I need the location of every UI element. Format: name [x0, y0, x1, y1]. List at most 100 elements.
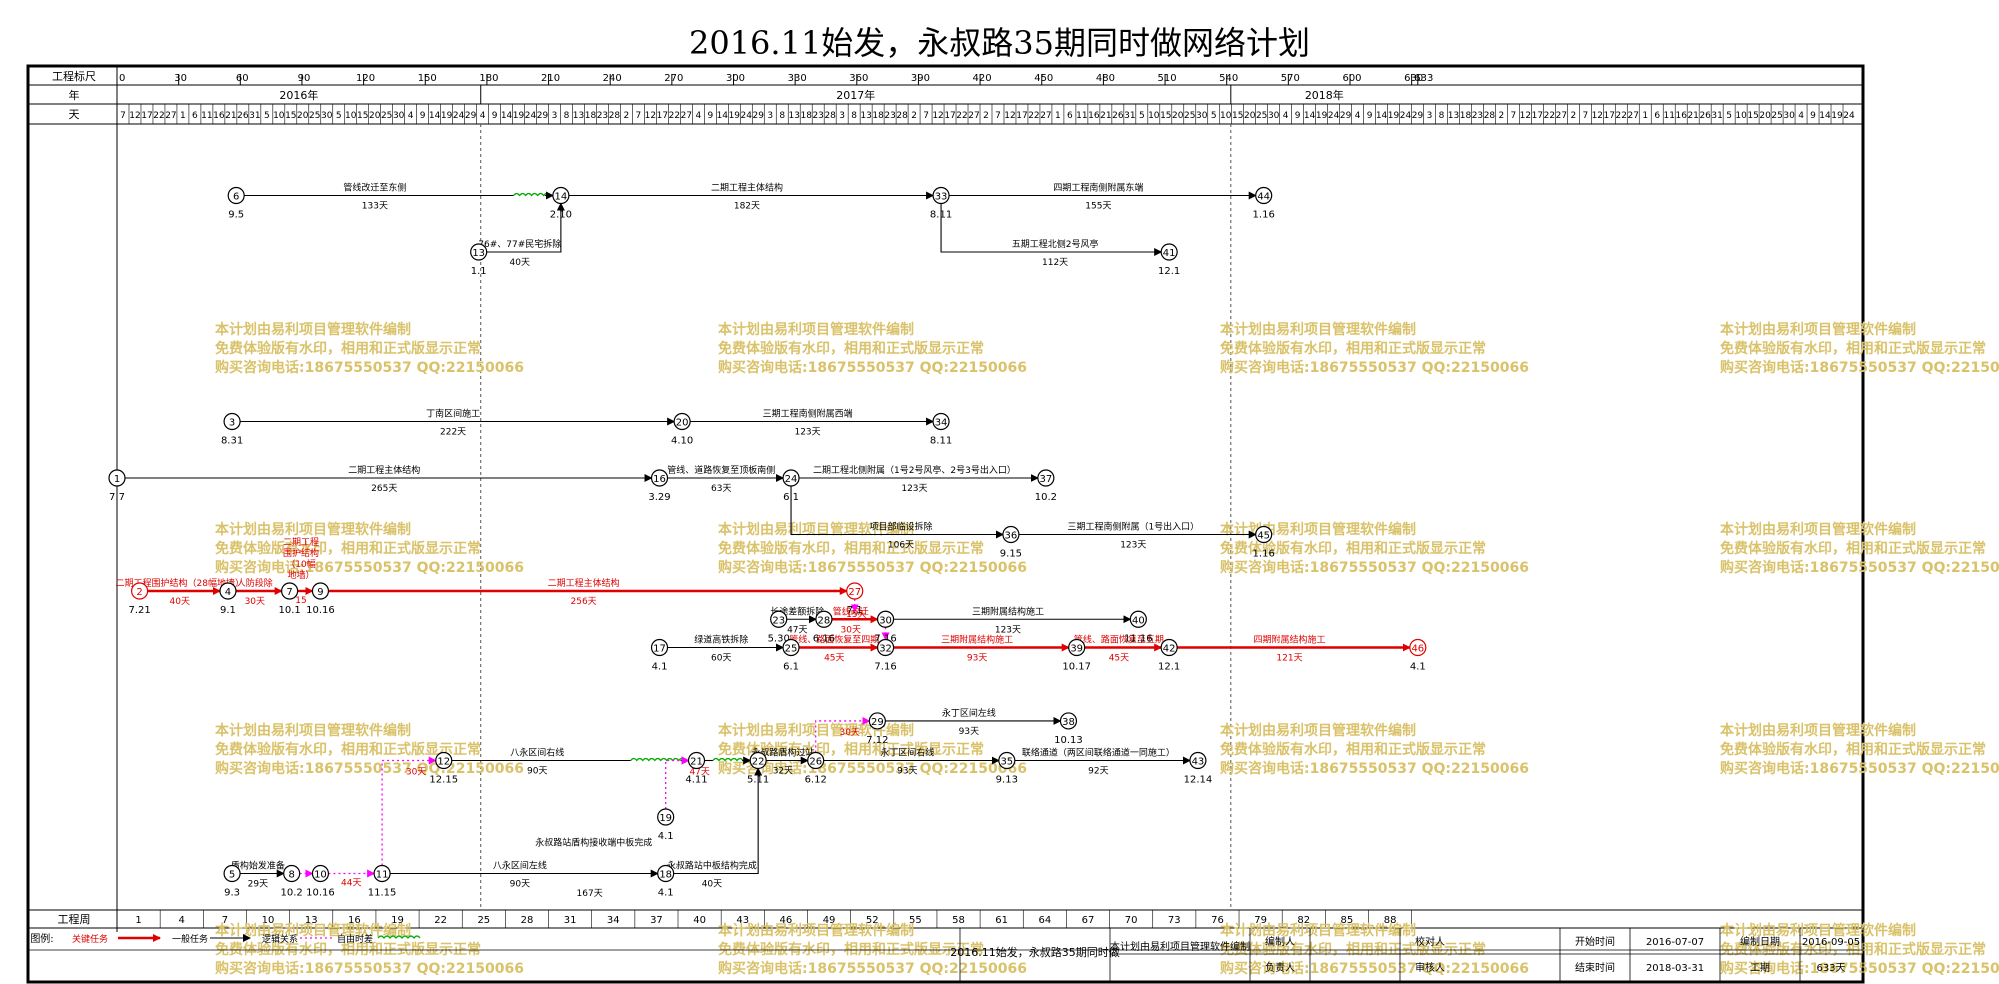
watermark: 购买咨询电话:18675550537 QQ:22150066: [718, 559, 1027, 576]
scale-tick-label: 600: [1342, 73, 1361, 84]
day-cell: 2: [911, 111, 917, 121]
note-text: 167天: [577, 889, 603, 899]
float-label: 30天: [406, 768, 426, 778]
node-circle: [1037, 469, 1055, 487]
activity-duration: 30天: [245, 597, 265, 607]
activity-duration: 90天: [527, 767, 547, 777]
day-cell: 17: [1604, 111, 1615, 121]
day-cell: 2: [983, 111, 989, 121]
node-number: 16: [653, 474, 666, 485]
watermark: 免费体验版有水印，相用和正式版显示正常: [215, 540, 481, 557]
activity-name: 永叔路站中板结构完成: [667, 860, 757, 872]
node-number: 11: [376, 870, 389, 881]
day-cell: 7: [923, 111, 929, 121]
node-date: 10.17: [1062, 662, 1091, 673]
activity-duration: 45天: [824, 654, 844, 664]
node-circle: [673, 412, 691, 431]
node-circle: [373, 864, 391, 883]
day-cell: 2: [624, 111, 630, 121]
free-float-wave: [513, 192, 551, 197]
activity-name: 四期附属结构施工: [1253, 634, 1325, 646]
node-date: 9.1: [220, 605, 236, 616]
node-number: 22: [752, 757, 765, 768]
day-cell: 13: [860, 111, 871, 121]
day-cell: 11: [201, 111, 212, 121]
activity-name: 二期工程主体结构: [711, 182, 783, 194]
day-cell: 10: [1148, 111, 1160, 121]
node-circle: [1409, 638, 1427, 657]
week-cell: 16: [348, 915, 361, 926]
activity-name: 八永区间左线: [493, 860, 547, 872]
node-circle: [650, 638, 669, 657]
footer-made-label: 编制日期: [1740, 935, 1780, 948]
node-number: 8: [288, 870, 294, 881]
node-circle: [131, 582, 149, 600]
week-cell: 73: [1168, 915, 1181, 926]
day-cell: 14: [1819, 111, 1831, 121]
activity-duration: 112天: [1042, 258, 1068, 268]
node-circle: [223, 412, 241, 431]
day-cell: 17: [141, 111, 152, 121]
week-cell: 64: [1038, 915, 1051, 926]
activity-name: 永丁区间左线: [942, 707, 996, 719]
free-float-wave: [377, 935, 421, 939]
day-cell: 28: [896, 111, 908, 121]
node-date: 3.29: [648, 492, 670, 503]
day-cell: 17: [1532, 111, 1543, 121]
day-cell: 30: [1268, 111, 1280, 121]
scale-tick-label: 480: [1096, 73, 1115, 84]
node-circle: [815, 610, 833, 628]
day-cell: 24: [1400, 111, 1412, 121]
scale-tick-label: 150: [418, 73, 437, 84]
activity-duration: 29天: [248, 880, 268, 890]
watermark: 购买咨询电话:18675550537 QQ:22150066: [718, 359, 1027, 376]
day-cell: 9: [492, 111, 498, 121]
day-cell: 22: [669, 111, 680, 121]
day-cell: 15: [1747, 111, 1758, 121]
scale-tick-label: 120: [356, 73, 375, 84]
day-cell: 30: [1196, 111, 1208, 121]
day-cell: 15: [1232, 111, 1243, 121]
watermark: 购买咨询电话:18675550537 QQ:22150066: [1220, 559, 1529, 576]
node-number: 29: [871, 717, 884, 728]
note-text: 永叔路站盾构接收端中板完成: [535, 836, 652, 848]
node-number: 26: [809, 757, 822, 768]
watermark: 购买咨询电话:18675550537 QQ:22150066: [1720, 359, 1999, 376]
watermark: 免费体验版有水印，相用和正式版显示正常: [1720, 741, 1986, 758]
activity-duration: 15: [295, 596, 306, 606]
day-cell: 18: [872, 111, 884, 121]
activity-name: 管线、路面恢复至四期: [789, 634, 879, 646]
node-circle: [1255, 525, 1273, 544]
scale-tick-label: 30: [174, 73, 187, 84]
node-date: 4.10: [671, 436, 693, 447]
footer-made-value: 2016-09-05: [1802, 937, 1860, 948]
day-cell: 24: [1843, 111, 1855, 121]
node-circle: [770, 610, 788, 628]
day-cell: 27: [1040, 111, 1051, 121]
day-cell: 13: [1448, 111, 1459, 121]
activity-duration: 40天: [510, 258, 530, 268]
day-label: 天: [69, 108, 80, 121]
year-label: 年: [69, 88, 80, 102]
watermark: 购买咨询电话:18675550537 QQ:22150066: [215, 359, 524, 376]
day-cell: 10: [1735, 111, 1747, 121]
watermark: 本计划由易利项目管理软件编制: [1220, 922, 1416, 939]
node-date: 4.1: [658, 888, 674, 899]
watermark: 购买咨询电话:18675550537 QQ:22150066: [1720, 760, 1999, 777]
node-number: 30: [879, 615, 892, 626]
footer-checker: 校对人: [1415, 935, 1445, 948]
day-cell: 28: [824, 111, 836, 121]
day-cell: 8: [779, 111, 785, 121]
day-cell: 3: [552, 111, 558, 121]
day-cell: 19: [1388, 111, 1400, 121]
node-number: 36: [1005, 531, 1018, 542]
watermark: 免费体验版有水印，相用和正式版显示正常: [1220, 340, 1486, 357]
node-circle: [552, 186, 570, 205]
day-cell: 30: [393, 111, 405, 121]
activity-duration: 123天: [1120, 541, 1146, 551]
watermark: 免费体验版有水印，相用和正式版显示正常: [215, 741, 481, 758]
day-cell: 20: [1244, 111, 1256, 121]
node-number: 33: [935, 192, 948, 203]
watermark: 本计划由易利项目管理软件编制: [215, 922, 411, 939]
week-cell: 28: [521, 915, 534, 926]
